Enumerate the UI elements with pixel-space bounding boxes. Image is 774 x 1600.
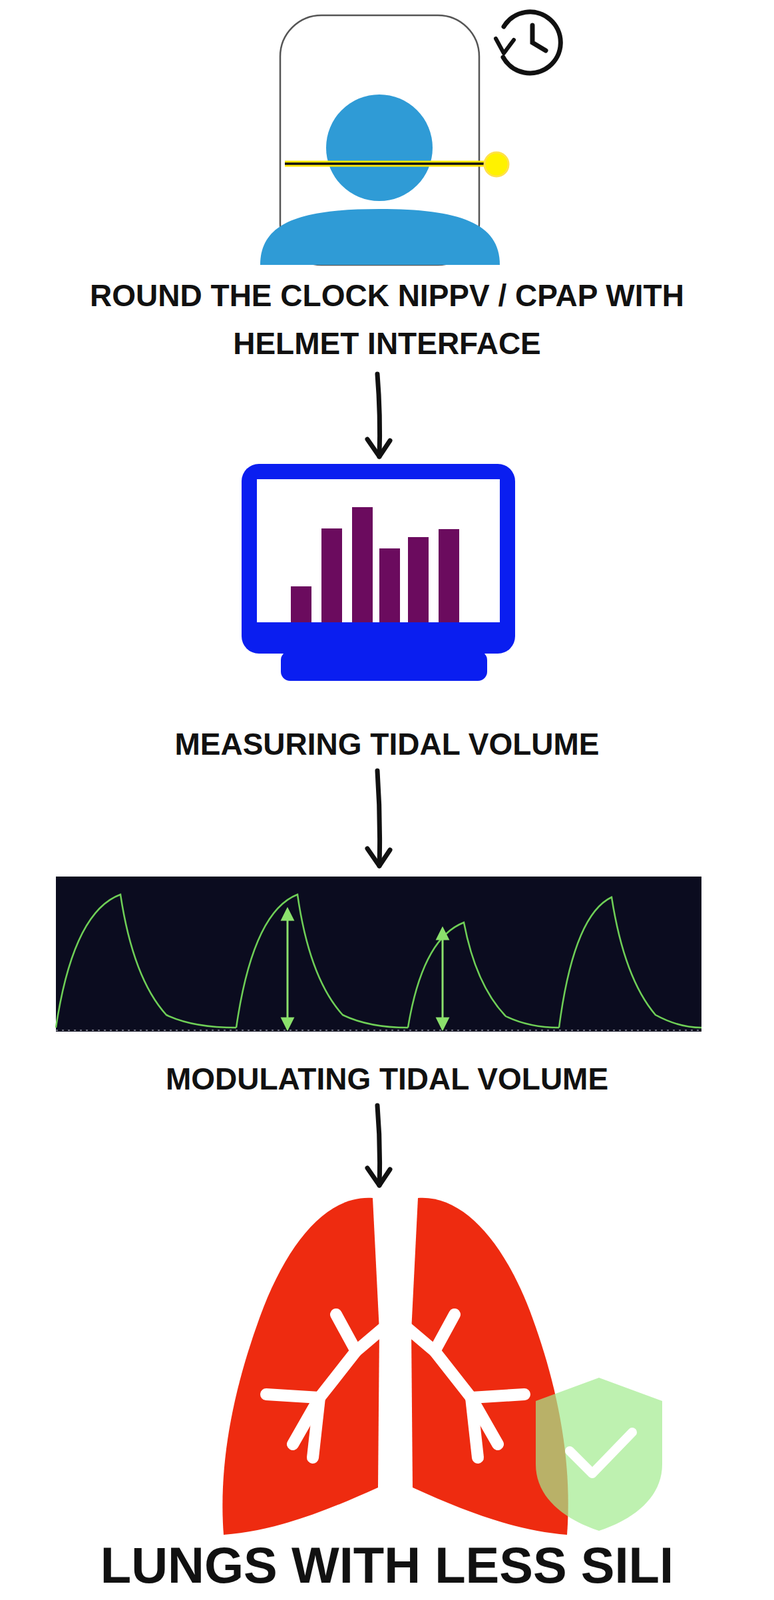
stage-node: LUNGS WITH LESS SILI (2, 1187, 772, 1596)
stage-node: ROUND THE CLOCK NIPPV / CPAP WITH HELMET… (66, 9, 708, 368)
stage-caption: ROUND THE CLOCK NIPPV / CPAP WITH HELMET… (74, 271, 701, 368)
stage-caption: LUNGS WITH LESS SILI (2, 1535, 772, 1596)
flow-arrow (367, 1105, 390, 1186)
helmet-illustration (260, 15, 509, 265)
lungs-illustration (222, 1195, 663, 1535)
stage-caption: MEASURING TIDAL VOLUME (87, 724, 687, 765)
stage-node: MODULATING TIDAL VOLUME (39, 868, 735, 1099)
monitor-illustration (241, 463, 516, 681)
stage-node: MEASURING TIDAL VOLUME (66, 459, 708, 765)
clock-icon (495, 11, 561, 74)
stage-caption: MODULATING TIDAL VOLUME (54, 1058, 721, 1099)
flow-arrow (367, 374, 390, 457)
flow-arrow (367, 770, 390, 866)
waveform-illustration (55, 876, 702, 1032)
